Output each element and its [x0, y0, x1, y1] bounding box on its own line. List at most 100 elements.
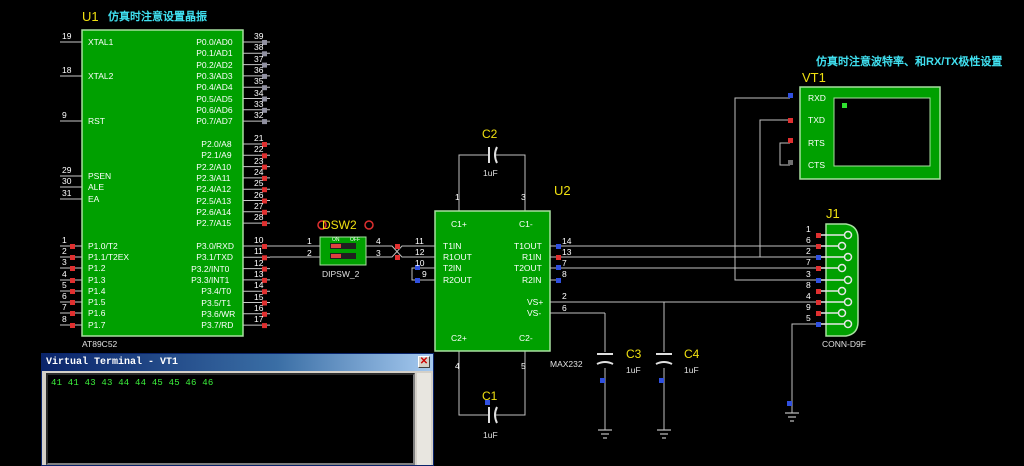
j1-pin-number: 7 [806, 257, 811, 267]
u1-pin-number: 28 [254, 212, 264, 223]
vt1-pin-txd: TXD [808, 115, 825, 125]
u2-c1p: C1+ [451, 219, 467, 229]
u2-r1in: R1IN [522, 252, 542, 262]
j1-pin-number: 4 [806, 291, 811, 301]
wires [270, 97, 820, 430]
j1-pin-number: 8 [806, 280, 811, 290]
pin-marker [262, 119, 267, 125]
dsw2-left-marker-icon[interactable] [317, 220, 327, 230]
dsw2-right-marker-icon[interactable] [364, 220, 374, 230]
j1-pin-number: 9 [806, 302, 811, 312]
pin-marker [816, 311, 821, 316]
pin-marker [262, 311, 267, 317]
u2-pin-6: 6 [562, 303, 567, 313]
j1-pin-hole[interactable] [837, 286, 847, 296]
pin-marker [70, 244, 75, 249]
u1-pin-number: 14 [254, 280, 264, 291]
u2-pin-12: 12 [415, 247, 425, 257]
u2-pin-8: 8 [562, 269, 567, 279]
c4-ref: C4 [684, 347, 700, 361]
pin-marker [70, 255, 75, 260]
u1-pin-name: P3.4/T0 [201, 286, 232, 297]
pin-marker [262, 198, 267, 204]
u1-pin-name: P2.3/A11 [196, 172, 231, 183]
vt1-cursor [842, 103, 847, 108]
u1-pin-name: P1.1/T2EX [88, 252, 130, 262]
u1-pin-name: PSEN [88, 171, 112, 181]
j1-pin-hole[interactable] [843, 297, 853, 307]
j1-pin-hole[interactable] [843, 275, 853, 285]
u2-pin-3: 3 [521, 192, 526, 202]
pin-marker [262, 51, 267, 57]
j1-pin-hole[interactable] [837, 308, 847, 318]
pin-marker [70, 289, 75, 294]
j1-ref: J1 [826, 206, 840, 221]
pin-marker [556, 255, 561, 260]
pin-marker [788, 138, 793, 143]
u2-c2m: C2- [519, 333, 533, 343]
u1-pin-number: 26 [254, 189, 264, 200]
u1-pin-name: P1.4 [88, 286, 106, 296]
u2-vsm: VS- [527, 308, 542, 318]
pin-marker [788, 93, 793, 98]
j1-pin-hole[interactable] [837, 241, 847, 251]
pin-marker [70, 323, 75, 328]
u2-r2out: R2OUT [443, 275, 472, 285]
j1-pin-hole[interactable] [843, 230, 853, 240]
u1-pin-number: 34 [254, 87, 264, 98]
close-icon[interactable]: ✕ [418, 356, 430, 368]
pin-marker [70, 300, 75, 305]
vt1-note: 仿真时注意波特率、和RX/TX极性设置 [816, 56, 1003, 68]
c1-ref: C1 [482, 389, 498, 403]
dsw2-ref: DSW2 [322, 218, 357, 232]
virtual-terminal-titlebar[interactable]: Virtual Terminal - VT1 ✕ [42, 354, 433, 371]
u2-pin-2: 2 [562, 291, 567, 301]
u2-t2out: T2OUT [514, 263, 542, 273]
u1-pin-number: 17 [254, 314, 264, 325]
vt1-ref: VT1 [802, 70, 826, 85]
pin-marker [787, 401, 792, 406]
u1-pin-number: 36 [254, 64, 264, 75]
u1-ref: U1 [82, 9, 99, 24]
j1-pin-hole[interactable] [843, 319, 853, 329]
u1-body[interactable] [81, 29, 244, 337]
u1-pin-name: P3.0/RXD [196, 241, 234, 251]
capacitor-plates [488, 146, 673, 424]
pin-marker [816, 300, 821, 305]
pin-marker [262, 266, 267, 272]
u1-pin-number: 7 [62, 302, 67, 312]
u1-pin-number: 37 [254, 53, 264, 64]
u1-pin-name: EA [88, 194, 100, 204]
u1-pin-name: P3.3/INT1 [191, 274, 230, 285]
dsw2-knob-1[interactable] [331, 244, 341, 248]
u1-pin-name: P3.5/T1 [201, 297, 232, 308]
u1-pin-number: 18 [62, 65, 72, 75]
dsw2-pin-2: 2 [307, 248, 312, 258]
dsw2-slot-2[interactable] [330, 253, 356, 259]
terminal-output-area[interactable]: 41 41 43 43 44 44 45 45 46 46 [46, 373, 415, 465]
vt1-pin-rts: RTS [808, 138, 825, 148]
vt1-pin-rxd: RXD [808, 93, 826, 103]
u1-pin-name: RST [88, 116, 105, 126]
u1-pin-name: P0.5/AD5 [196, 93, 233, 104]
pin-marker [262, 187, 267, 193]
u1-pin-name: P1.5 [88, 297, 106, 307]
u1-note: 仿真时注意设置晶振 [108, 11, 207, 23]
dsw2-body[interactable] [319, 236, 367, 266]
pin-marker [395, 255, 400, 260]
vertical-scrollbar[interactable] [417, 373, 431, 465]
u1-pin-number: 1 [62, 235, 67, 245]
dsw2-pin-4: 4 [376, 236, 381, 246]
dsw2-slot-1[interactable] [330, 243, 356, 249]
u2-pin-11: 11 [415, 236, 424, 246]
virtual-terminal-window[interactable]: Virtual Terminal - VT1 ✕ 41 41 43 43 44 … [41, 353, 434, 466]
u2-body[interactable] [434, 210, 551, 352]
u1-pin-name: P3.6/WR [201, 308, 236, 319]
u2-vsp: VS+ [527, 297, 544, 307]
j1-pin-hole[interactable] [843, 252, 853, 262]
j1-pin-hole[interactable] [837, 263, 847, 273]
dsw2-knob-2[interactable] [331, 254, 341, 258]
u2-pin-5: 5 [521, 361, 526, 371]
terminal-output-text: 41 41 43 43 44 44 45 45 46 46 [51, 378, 214, 388]
